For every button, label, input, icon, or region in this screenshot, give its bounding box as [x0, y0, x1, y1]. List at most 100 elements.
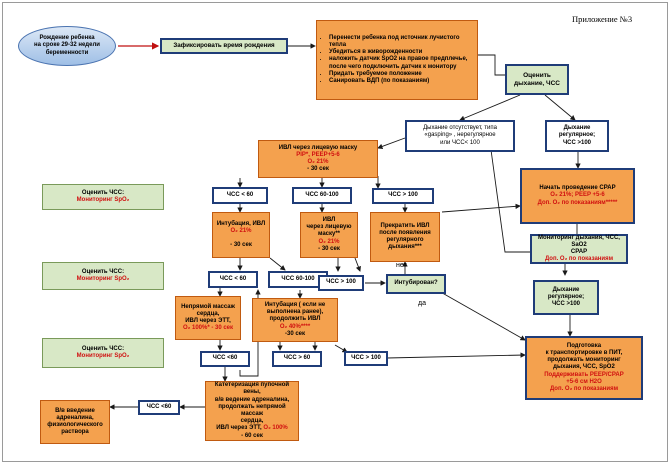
regular-breath2-box: Дыхание регулярное; ЧСС >100	[533, 280, 599, 315]
hr-gt60-text: ЧСС > 60	[283, 355, 311, 362]
mask-ivl2-l4: O₂ 21%	[318, 238, 340, 245]
hr-lt60-c-box: ЧСС <60	[200, 351, 250, 367]
hr-lt60-d-box: ЧСС <60	[138, 400, 180, 415]
cardiac-massage-l4: O₂ 100%* - 30 сек	[182, 325, 234, 332]
catheter-l6: O₂ 100%	[263, 425, 288, 432]
hr-lt60-b-text: ЧСС < 60	[219, 275, 247, 282]
arrow-stop-to-cpap	[441, 203, 521, 213]
assess-hr-box-2: Оценить ЧСС: Мониторинг SpO₂	[42, 262, 164, 290]
transport-l1: Подготовка	[566, 342, 602, 349]
mask-ivl-l3: O₂ 21%	[307, 159, 329, 165]
hr-60-100-b-text: ЧСС 60-100	[281, 275, 315, 282]
assess-hr-2-l1: Оценить ЧСС:	[81, 268, 125, 275]
mask-ivl-box: ИВЛ через лицевую маску PIP*, PEEP+5-6 O…	[258, 140, 378, 178]
mask-ivl2-l2: через лицевую	[306, 224, 352, 231]
monitoring-l3: CPAP	[570, 249, 588, 255]
record-time-box: Зафиксировать время рождения	[160, 38, 288, 54]
hr-lt60-c-text: ЧСС <60	[212, 355, 238, 362]
no-breath-l2: «gasping» , нерегулярное	[424, 132, 496, 139]
transport-l7: Доп. O₂ по показаниям	[549, 386, 619, 392]
cardiac-massage-l2: сердца,	[196, 310, 220, 317]
no-breath-box: Дыхание отсутствует, типа «gasping» , не…	[405, 120, 515, 152]
no-label: нет	[396, 262, 407, 269]
cpap-start-l2: O₂ 21%; PEEP +5-6	[550, 192, 605, 199]
assess-hr-box-1: Оценить ЧСС: Мониторинг SpO₂	[42, 184, 164, 210]
stop-ivl-box: Прекратить ИВЛ после появления регулярно…	[370, 212, 440, 262]
mask-ivl2-l1: ИВЛ	[322, 216, 336, 223]
assess-breath-l1: Оценить	[523, 72, 551, 80]
stop-ivl-l4: дыхания***	[388, 244, 422, 251]
assess-hr-2-l2: Мониторинг SpO₂	[76, 276, 130, 282]
cardiac-massage-box: Непрямой массаж сердца, ИВЛ через ЭТТ, O…	[175, 296, 241, 340]
step-item: Санировать ВДП (по показаниям)	[329, 78, 475, 85]
regular-breath-box: Дыхание регулярное; ЧСС >100	[545, 120, 609, 152]
stop-ivl-l3: регулярного	[386, 237, 424, 243]
hr-gt100-text: ЧСС > 100	[388, 192, 418, 199]
regular-breath2-l1: Дыхание	[552, 286, 580, 293]
step-item: Убедиться в живорожденности	[329, 49, 475, 56]
arrow-intub2-to-hr100d	[334, 344, 348, 353]
hr-gt100-c-box: ЧСС > 100	[344, 351, 388, 366]
mask-ivl2-box: ИВЛ через лицевую маску** O₂ 21% - 30 се…	[300, 212, 358, 258]
iv-infusion-box: В/в введение адреналина, физиологическог…	[40, 400, 110, 444]
intubation2-l4: O₂ 40%****	[279, 323, 311, 330]
regular-breath-l2: регулярное;	[558, 132, 596, 139]
transport-l2: к транспортировке в ПИТ,	[545, 349, 623, 356]
step-item: Перенести ребенка под источник лучистого…	[329, 35, 475, 49]
catheter-l4: сердца,	[240, 418, 264, 425]
birth-line-1: Рождение ребенка	[39, 35, 95, 42]
hr-lt60-box: ЧСС < 60	[212, 187, 268, 204]
assess-hr-1-l2: Мониторинг SpO₂	[76, 197, 130, 203]
arrow-assess-to-regular	[544, 94, 576, 121]
appendix-title: Приложение №3	[572, 14, 633, 24]
cardiac-massage-l1: Непрямой массаж	[181, 303, 235, 310]
assess-hr-box-3: Оценить ЧСС: Мониторинг SpO₂	[42, 338, 164, 368]
cpap-start-l3: Доп. O₂ по показаниям*****	[537, 199, 618, 206]
transport-l5: Поддерживать PEEP/CPAP	[544, 371, 624, 378]
intubated-question-box: Интубирован?	[386, 274, 446, 294]
birth-line-3: беременности	[45, 49, 89, 56]
regular-breath2-l3: ЧСС >100	[551, 301, 581, 308]
initial-steps-box: Перенести ребенка под источник лучистого…	[316, 20, 478, 100]
mask-ivl2-l3: маску**	[317, 231, 341, 238]
birth-ellipse: Рождение ребенка на сроке 29-32 недели б…	[18, 26, 116, 66]
arrow-intubated-yes-to-transport	[429, 285, 526, 341]
cpap-start-box: Начать проведение CPAP O₂ 21%; PEEP +5-6…	[520, 168, 635, 224]
catheter-l7: - 60 сек	[241, 432, 263, 439]
iv-infusion-l3: физиологического	[47, 422, 103, 428]
arrow-hr100d-to-transport	[386, 352, 526, 359]
arrow-steps-to-assess	[478, 54, 511, 78]
yes-label: да	[418, 300, 426, 307]
assess-breath-l2: дыхание, ЧСС	[513, 79, 560, 87]
hr-lt60-d-text: ЧСС <60	[146, 403, 172, 410]
initial-steps-list: Перенести ребенка под источник лучистого…	[319, 35, 475, 85]
assess-hr-1-l1: Оценить ЧСС:	[81, 189, 125, 196]
hr-gt60-box: ЧСС > 60	[272, 351, 322, 367]
stop-ivl-l2: после появления	[379, 229, 431, 236]
catheter-box: Катетеризация пупочной вены, в/в ведение…	[205, 381, 299, 441]
intubation2-l3: продолжить ИВЛ	[269, 316, 321, 323]
transport-l6: +5-6 см H2O	[566, 378, 602, 385]
hr-gt100-b-text: ЧСС > 100	[326, 279, 356, 286]
iv-infusion-l1: В/в введение	[55, 407, 95, 414]
hr-lt60-text: ЧСС < 60	[226, 191, 254, 198]
intubation2-l1: Интубация ( если не	[264, 301, 326, 308]
regular-breath-l3: ЧСС >100	[562, 139, 592, 146]
hr-60-100-text: ЧСС 60-100	[305, 191, 339, 198]
hr-gt100-c-text: ЧСС > 100	[351, 354, 381, 361]
mask-ivl-l4: - 30 сек	[307, 166, 329, 173]
cardiac-massage-l3: ИВЛ через ЭТТ,	[185, 318, 231, 324]
intubation2-l2: выполнена ранее),	[266, 309, 324, 316]
arrow-intub-to-hr60100b	[269, 257, 286, 271]
mask-ivl2-l5: - 30 сек	[318, 245, 340, 252]
arrow-nobreath-to-mask	[377, 137, 406, 149]
step-item: наложить датчик SpO2 на правое предплечь…	[329, 56, 475, 70]
intubation2-l5: -30 сек	[284, 330, 305, 337]
intubation2-box: Интубация ( если не выполнена ранее), пр…	[252, 298, 338, 342]
hr-60-100-box: ЧСС 60-100	[292, 187, 352, 204]
hr-lt60-b-box: ЧСС < 60	[208, 271, 258, 288]
catheter-l2: в/в ведение адреналина,	[214, 396, 290, 403]
assess-hr-3-l1: Оценить ЧСС:	[81, 345, 125, 352]
no-breath-l1: Дыхание отсутствует, типа	[423, 125, 497, 132]
